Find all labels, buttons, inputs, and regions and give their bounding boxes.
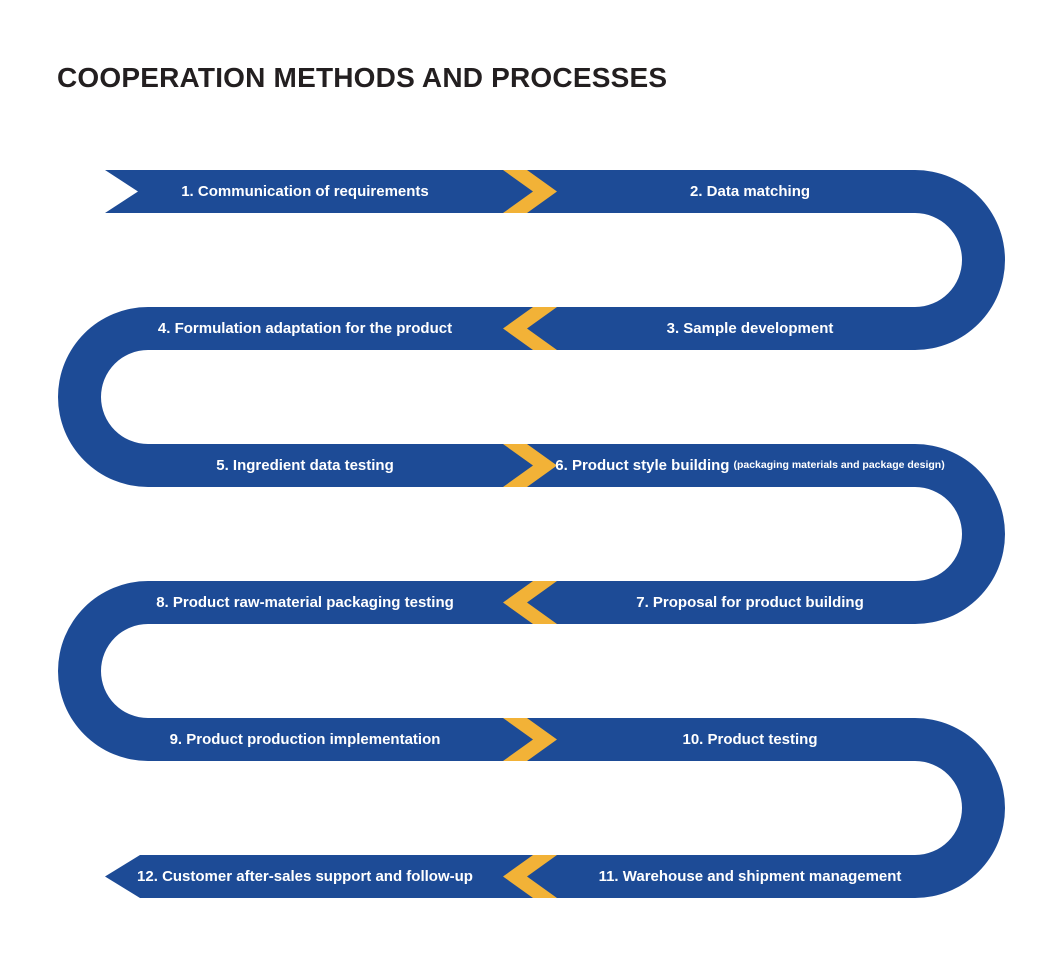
- step-3-label: 3. Sample development: [666, 320, 834, 337]
- page-title: COOPERATION METHODS AND PROCESSES: [57, 62, 668, 93]
- chevron-right-icon: [503, 170, 557, 213]
- chevron-left-icon: [503, 855, 557, 898]
- ribbon-band-group: [58, 170, 1005, 898]
- step-6-label: 6. Product style building (packaging mat…: [555, 444, 945, 487]
- step-8-label: 8. Product raw-material packaging testin…: [156, 594, 454, 611]
- step-5-label: 5. Ingredient data testing: [216, 457, 394, 474]
- chevron-right-icon: [503, 444, 557, 487]
- step-6-main-label: 6. Product style building: [555, 457, 730, 474]
- step-1-label: 1. Communication of requirements: [181, 183, 429, 200]
- ribbon-row-1: [105, 170, 915, 213]
- step-7-label: 7. Proposal for product building: [636, 594, 864, 611]
- step-10-label: 10. Product testing: [682, 731, 818, 748]
- chevron-left-icon: [503, 307, 557, 350]
- ribbon-row-3: [148, 444, 915, 487]
- step-6-sub-label: (packaging materials and package design): [733, 459, 945, 472]
- chevron-right-icon: [503, 718, 557, 761]
- ribbon-row-5: [148, 718, 915, 761]
- step-2-label: 2. Data matching: [689, 183, 811, 200]
- ribbon-turn-right-1: [915, 170, 1005, 350]
- ribbon-row-2: [148, 307, 915, 350]
- ribbon-chevron-group: [503, 170, 557, 898]
- ribbon-turn-right-2: [915, 444, 1005, 624]
- step-9-label: 9. Product production implementation: [169, 731, 441, 748]
- ribbon-row-4: [148, 581, 915, 624]
- ribbon-turn-right-3: [915, 718, 1005, 898]
- ribbon-turn-left-1: [58, 307, 148, 487]
- step-4-label: 4. Formulation adaptation for the produc…: [157, 320, 453, 337]
- step-11-label: 11. Warehouse and shipment management: [598, 868, 902, 885]
- step-12-label: 12. Customer after-sales support and fol…: [137, 868, 473, 885]
- chevron-left-icon: [503, 581, 557, 624]
- ribbon-turn-left-2: [58, 581, 148, 761]
